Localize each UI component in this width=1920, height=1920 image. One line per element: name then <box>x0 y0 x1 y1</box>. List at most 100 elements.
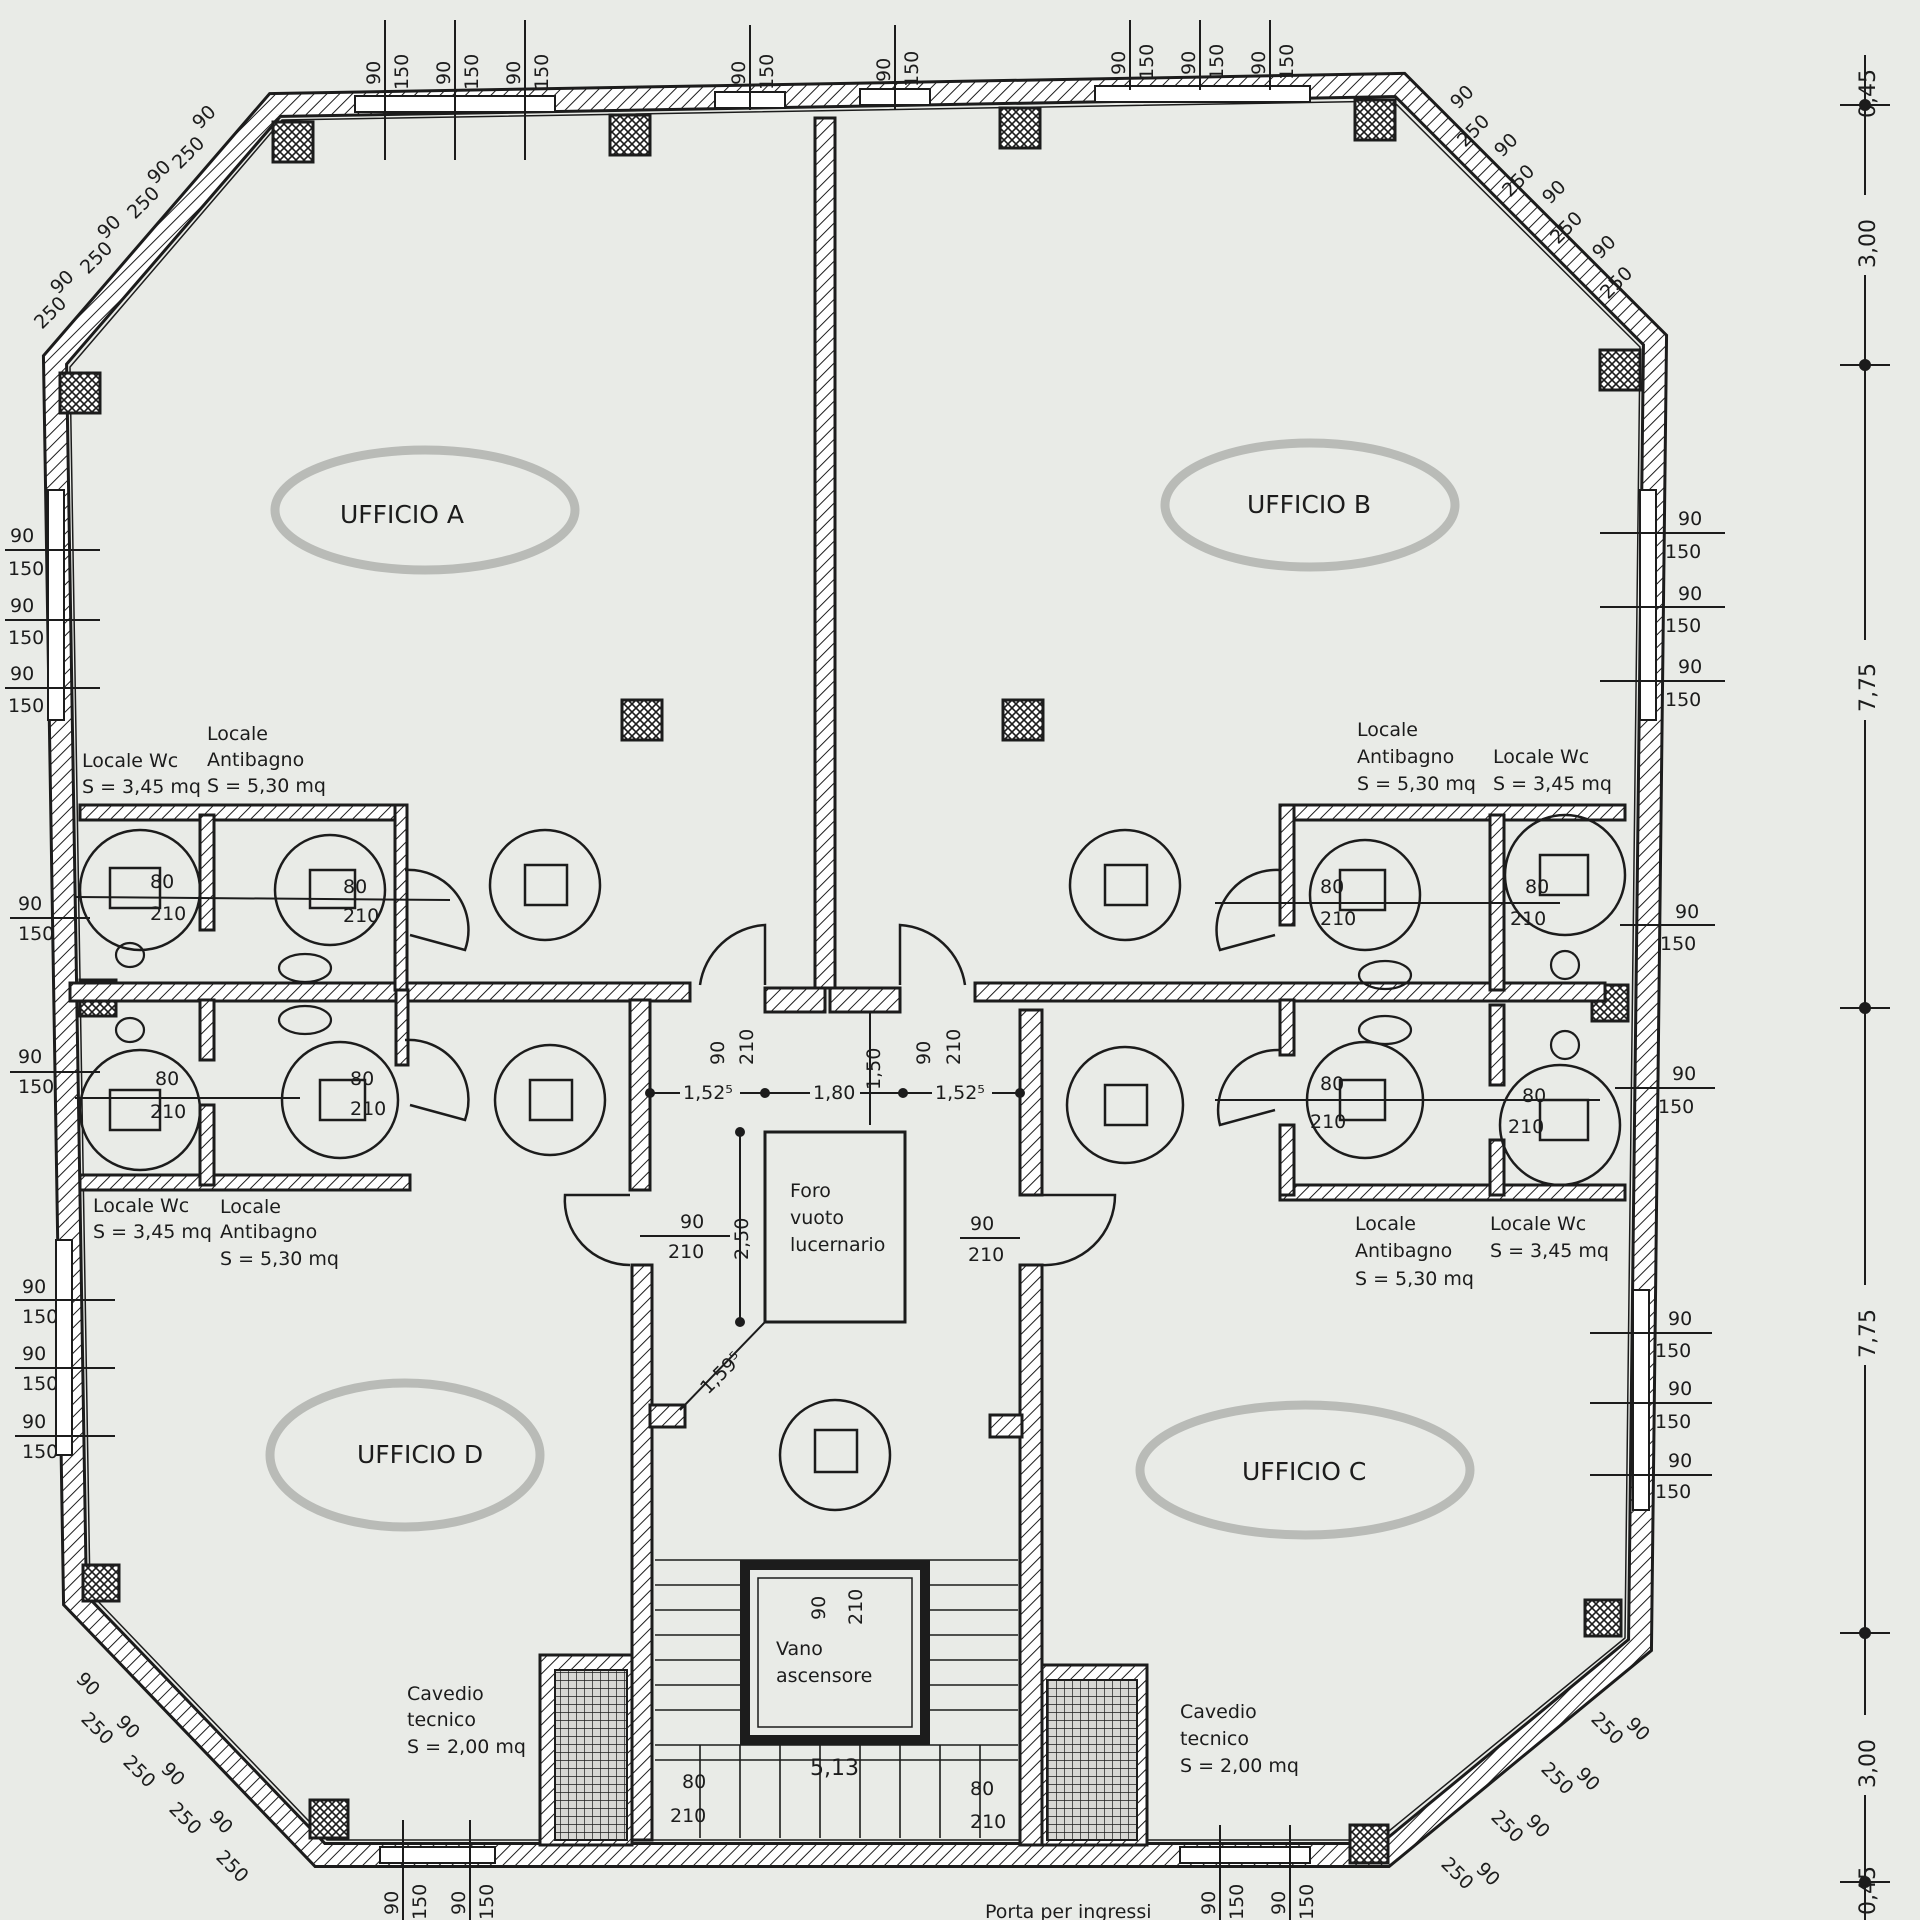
svg-text:210: 210 <box>736 1029 758 1065</box>
lift-shaft-inner <box>757 1577 913 1728</box>
svg-text:80: 80 <box>1320 876 1344 898</box>
tr-wc-area: S = 3,45 mq <box>1493 773 1612 795</box>
svg-text:90: 90 <box>10 525 34 547</box>
bl-wc-area: S = 3,45 mq <box>93 1221 212 1243</box>
door-labels: 90 210 90 210 90 210 90 210 90 210 80 21… <box>74 871 1600 1833</box>
stair-label: 5,13 <box>810 1756 859 1781</box>
svg-text:90: 90 <box>1521 1810 1554 1843</box>
svg-text:150: 150 <box>1296 1884 1318 1920</box>
window-left-2 <box>55 1239 73 1456</box>
svg-text:250: 250 <box>30 292 71 333</box>
room-ufficio-b: UFFICIO B <box>1247 490 1371 519</box>
svg-text:150: 150 <box>1665 541 1701 563</box>
svg-text:150: 150 <box>18 923 54 945</box>
svg-text:210: 210 <box>350 1098 386 1120</box>
svg-text:150: 150 <box>8 558 44 580</box>
svg-text:150: 150 <box>1658 1096 1694 1118</box>
tl-wc-area: S = 3,45 mq <box>82 776 201 798</box>
svg-text:90: 90 <box>1571 1763 1604 1796</box>
window-dims-right-lines <box>1590 532 1725 1476</box>
svg-text:90: 90 <box>1446 81 1479 114</box>
svg-text:80: 80 <box>1522 1085 1546 1107</box>
svg-text:80: 80 <box>343 876 367 898</box>
svg-text:90: 90 <box>1538 176 1571 209</box>
wheelchair-icons <box>108 853 1590 1474</box>
svg-text:80: 80 <box>155 1068 179 1090</box>
svg-text:80: 80 <box>1320 1073 1344 1095</box>
svg-text:90: 90 <box>156 1758 189 1791</box>
svg-text:250: 250 <box>76 237 117 278</box>
svg-text:210: 210 <box>845 1589 867 1625</box>
svg-text:150: 150 <box>461 54 483 90</box>
cavedio-right-grid <box>1046 1679 1138 1841</box>
central-wall <box>813 116 837 990</box>
br-anti-area: S = 5,30 mq <box>1355 1268 1474 1290</box>
svg-text:210: 210 <box>1310 1111 1346 1133</box>
svg-text:90: 90 <box>1678 656 1702 678</box>
side-dim-775-top: 7,75 <box>1856 663 1881 712</box>
svg-text:150: 150 <box>391 54 413 90</box>
window-left <box>47 489 65 721</box>
window-top-4 <box>1094 85 1311 103</box>
tl-wc-name: Locale Wc <box>82 750 178 772</box>
svg-text:90: 90 <box>10 663 34 685</box>
svg-text:210: 210 <box>968 1244 1004 1266</box>
svg-text:80: 80 <box>970 1778 994 1800</box>
core-dim-right: 1,52⁵ <box>935 1082 985 1104</box>
svg-text:250: 250 <box>1436 1853 1477 1894</box>
svg-text:90: 90 <box>1675 901 1699 923</box>
room-highlights <box>265 438 1475 1540</box>
cavedio-right-line2: tecnico <box>1180 1728 1249 1750</box>
core-dim-vert250: 2,50 <box>731 1218 753 1260</box>
svg-text:80: 80 <box>350 1068 374 1090</box>
svg-text:210: 210 <box>970 1811 1006 1833</box>
svg-text:150: 150 <box>1665 615 1701 637</box>
svg-text:90: 90 <box>808 1596 830 1620</box>
core-dim-middle: 1,80 <box>813 1082 855 1104</box>
cavedio-left-grid <box>554 1669 628 1841</box>
side-dim-045-top: 0,45 <box>1856 69 1881 118</box>
room-ufficio-d: UFFICIO D <box>357 1440 483 1469</box>
svg-text:250: 250 <box>211 1846 252 1887</box>
svg-text:90: 90 <box>503 61 525 85</box>
core-dim-diag: 1,59⁵ <box>696 1348 747 1399</box>
core-dim-vert150: 1,50 <box>863 1048 885 1090</box>
svg-text:90: 90 <box>71 1668 104 1701</box>
window-right-2 <box>1632 1289 1650 1511</box>
svg-text:90: 90 <box>1198 1891 1220 1915</box>
svg-text:90: 90 <box>1588 231 1621 264</box>
core-dim-left: 1,52⁵ <box>683 1082 733 1104</box>
svg-text:90: 90 <box>1178 51 1200 75</box>
svg-text:90: 90 <box>1471 1858 1504 1891</box>
tl-anti-name2: Antibagno <box>207 749 304 771</box>
svg-text:150: 150 <box>1665 689 1701 711</box>
svg-text:90: 90 <box>448 1891 470 1915</box>
bl-anti-name2: Antibagno <box>220 1221 317 1243</box>
window-dims-top-lines <box>384 20 1271 160</box>
svg-text:90: 90 <box>913 1041 935 1065</box>
svg-text:210: 210 <box>1510 908 1546 930</box>
svg-text:150: 150 <box>409 1884 431 1920</box>
window-dims-left: 90 150 90 150 90 150 90 150 90 150 90 15… <box>8 525 58 1463</box>
side-dim-775-bottom: 7,75 <box>1856 1309 1881 1358</box>
cavedio-right-line1: Cavedio <box>1180 1701 1257 1723</box>
window-right <box>1639 489 1657 721</box>
svg-text:150: 150 <box>756 54 778 90</box>
svg-text:150: 150 <box>18 1076 54 1098</box>
bl-wc-name: Locale Wc <box>93 1195 189 1217</box>
sanitary-fixtures <box>114 941 1581 1061</box>
svg-text:210: 210 <box>1508 1116 1544 1138</box>
foro-line3: lucernario <box>790 1234 885 1256</box>
svg-text:90: 90 <box>93 211 126 244</box>
svg-text:150: 150 <box>1660 933 1696 955</box>
svg-text:90: 90 <box>1490 129 1523 162</box>
svg-text:90: 90 <box>46 266 79 299</box>
svg-text:210: 210 <box>343 905 379 927</box>
svg-text:150: 150 <box>8 695 44 717</box>
svg-text:90: 90 <box>22 1343 46 1365</box>
svg-text:90: 90 <box>18 1046 42 1068</box>
svg-text:250: 250 <box>164 1798 205 1839</box>
svg-text:150: 150 <box>1276 44 1298 80</box>
svg-text:150: 150 <box>1226 1884 1248 1920</box>
